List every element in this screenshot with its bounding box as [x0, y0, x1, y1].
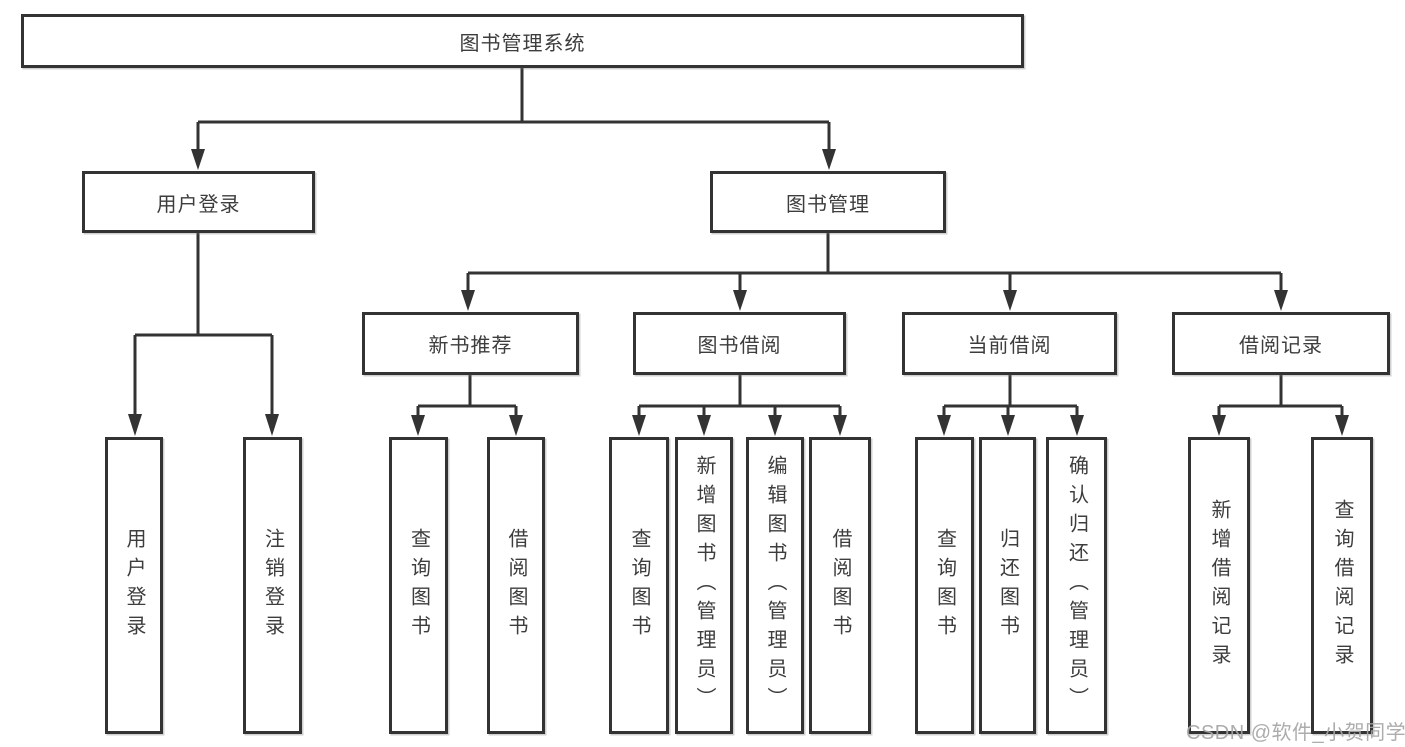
- node-current-borrowing: 当前借阅: [902, 312, 1117, 375]
- node-leaf-user-login: 用户登录: [105, 437, 163, 734]
- node-root-library-management-system: 图书管理系统: [21, 14, 1024, 68]
- node-leaf-edit-book-admin: 编辑图书（管理员）: [746, 437, 804, 734]
- node-leaf-return-book: 归还图书: [979, 437, 1036, 734]
- node-leaf-borrow-books: 借阅图书: [809, 437, 871, 734]
- node-book-borrowing: 图书借阅: [633, 312, 846, 375]
- node-leaf-logout: 注销登录: [243, 437, 302, 734]
- node-user-login: 用户登录: [82, 171, 315, 233]
- arrowheads: [128, 149, 1349, 436]
- node-leaf-add-borrow-record: 新增借阅记录: [1188, 437, 1250, 734]
- node-leaf-query-books-borrowing: 查询图书: [609, 437, 669, 734]
- node-leaf-confirm-return-admin: 确认归还（管理员）: [1046, 437, 1107, 734]
- node-leaf-query-books-recommend: 查询图书: [389, 437, 448, 734]
- node-book-management: 图书管理: [710, 171, 946, 233]
- node-new-book-recommend: 新书推荐: [362, 312, 579, 375]
- node-leaf-query-borrow-record: 查询借阅记录: [1311, 437, 1373, 734]
- node-leaf-borrow-books-recommend: 借阅图书: [487, 437, 545, 734]
- node-leaf-query-books-current: 查询图书: [915, 437, 974, 734]
- connector-strokes: [133, 68, 1344, 419]
- node-borrowing-records: 借阅记录: [1172, 312, 1390, 375]
- node-leaf-add-book-admin: 新增图书（管理员）: [675, 437, 733, 734]
- csdn-watermark: CSDN @软件_小贺同学: [1186, 722, 1405, 744]
